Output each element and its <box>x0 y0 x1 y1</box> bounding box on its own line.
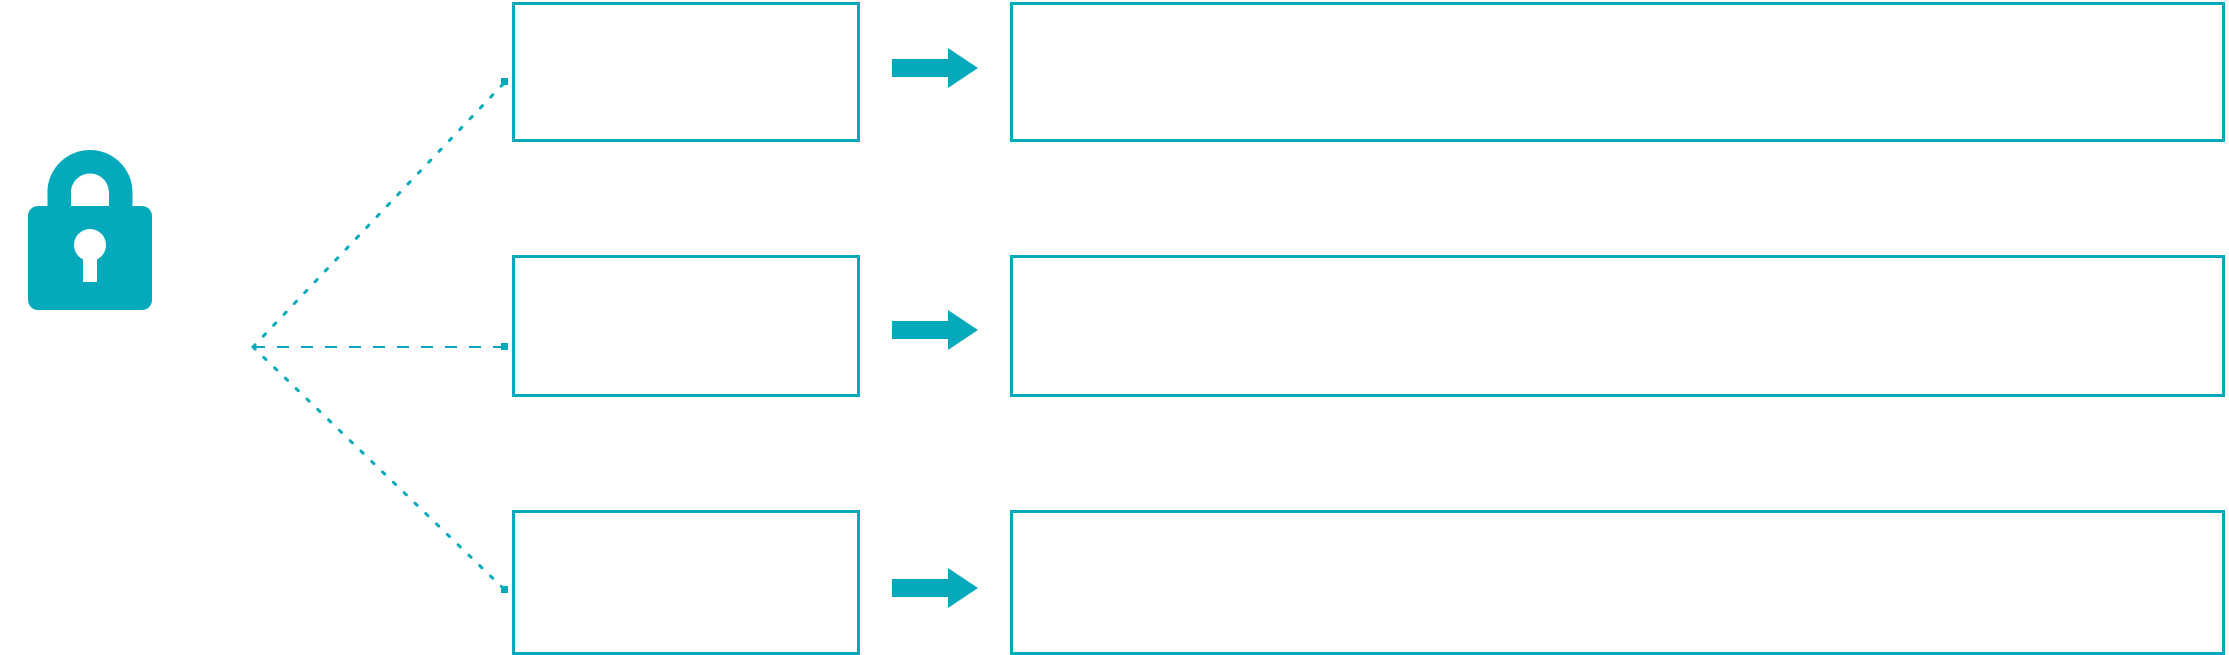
large-box-1[interactable] <box>1010 2 2225 142</box>
arrow-right-icon-3 <box>892 568 978 608</box>
arrow-right-icon-2 <box>892 310 978 350</box>
connector-line-3 <box>251 345 507 592</box>
small-box-3[interactable] <box>512 510 860 655</box>
arrow-right-icon-1 <box>892 48 978 88</box>
small-box-1[interactable] <box>512 2 860 142</box>
lock-icon <box>26 150 154 310</box>
large-box-3[interactable] <box>1010 510 2225 655</box>
connector-line-1 <box>251 80 507 349</box>
large-box-2[interactable] <box>1010 255 2225 397</box>
small-box-2[interactable] <box>512 255 860 397</box>
